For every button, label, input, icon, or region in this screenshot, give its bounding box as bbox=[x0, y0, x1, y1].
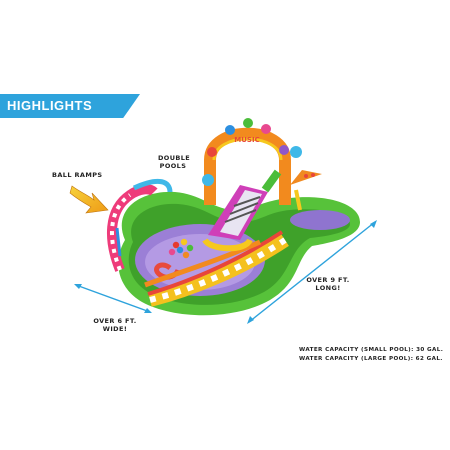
width-label: OVER 6 FT. WIDE! bbox=[92, 317, 138, 333]
music-arch: MUSIC bbox=[202, 118, 302, 205]
slide bbox=[202, 169, 282, 252]
ball-ramp-left bbox=[107, 178, 173, 272]
ball-ramp-front bbox=[144, 230, 289, 307]
arch-text: MUSIC bbox=[234, 136, 259, 144]
double-pools-line-1: DOUBLE bbox=[158, 154, 191, 162]
width-label-line-2: WIDE! bbox=[102, 325, 128, 333]
double-pools-label: DOUBLE POOLS bbox=[158, 154, 191, 170]
length-label-line-2: LONG! bbox=[315, 284, 341, 292]
width-dimension-arrow bbox=[74, 284, 152, 313]
width-label-line-1: OVER 6 FT. bbox=[93, 317, 137, 325]
ball-ramps-label: BALL RAMPS bbox=[52, 171, 103, 179]
capacity-large-pool: WATER CAPACITY (LARGE POOL): 62 GAL. bbox=[299, 356, 443, 362]
pizza-sprayer bbox=[290, 170, 322, 211]
length-dimension-arrow bbox=[247, 220, 377, 324]
length-label-line-1: OVER 9 FT. bbox=[306, 276, 350, 284]
length-label: OVER 9 FT. LONG! bbox=[305, 276, 351, 292]
highlights-banner: HIGHLIGHTS bbox=[0, 94, 140, 118]
callout-arrow bbox=[69, 185, 109, 214]
double-pools-line-2: POOLS bbox=[159, 162, 187, 170]
capacity-small-pool: WATER CAPACITY (SMALL POOL): 30 GAL. bbox=[299, 347, 444, 353]
